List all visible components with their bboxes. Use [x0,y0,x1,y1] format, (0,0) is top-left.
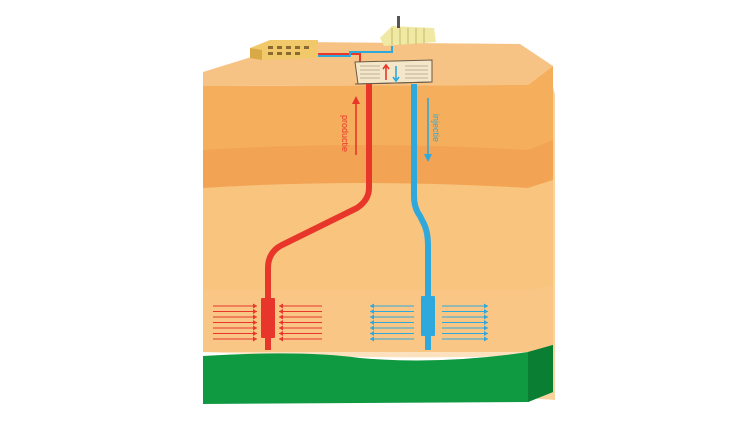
greenhouse-icon [380,16,436,46]
production-label: productie [340,115,350,152]
production-flow-arrow [352,96,360,155]
injection-outflow-arrows [370,303,488,342]
inflow-arrow-head [253,325,257,331]
bedrock-side [528,345,553,402]
outflow-arrow-head [370,336,374,342]
outflow-arrow-head [370,320,374,325]
injection-well-screen [421,296,435,336]
surface-pipe-red [318,53,361,62]
inflow-arrow-head [253,309,257,314]
inflow-arrow-head [253,331,257,336]
inflow-arrow-head [253,303,257,309]
outflow-arrow-head [370,309,374,314]
production-inflow-arrows [213,303,322,342]
outflow-arrow-head [484,314,488,320]
outflow-arrow-head [484,336,488,342]
inflow-arrow-head [279,336,283,342]
injection-flow-arrow [424,98,432,162]
production-well-screen [261,298,275,338]
outflow-arrow-head [484,320,488,325]
inflow-arrow-head [253,314,257,320]
inflow-arrow-head [279,320,283,325]
outflow-arrow-head [484,303,488,309]
inflow-arrow-head [279,314,283,320]
injection-well [411,84,431,300]
lower-layer [203,285,553,358]
surface-pipe-blue [318,46,393,57]
production-well [265,84,372,300]
outflow-arrow-head [484,331,488,336]
inflow-arrow-head [279,303,283,309]
inflow-arrow-head [253,336,257,342]
inflow-arrow-head [279,325,283,331]
bedrock-layer [203,345,553,404]
upper-layer-band [203,140,553,188]
outflow-arrow-head [370,314,374,320]
injection-label: injectie [431,114,441,142]
outflow-arrow-head [484,309,488,314]
outflow-arrow-head [370,325,374,331]
inflow-arrow-head [279,331,283,336]
outflow-arrow-head [484,325,488,331]
geothermal-plant-icon [354,59,433,85]
inflow-arrow-head [279,309,283,314]
outflow-arrow-head [370,331,374,336]
inflow-arrow-head [253,320,257,325]
office-building-icon [250,40,318,60]
outflow-arrow-head [370,303,374,309]
